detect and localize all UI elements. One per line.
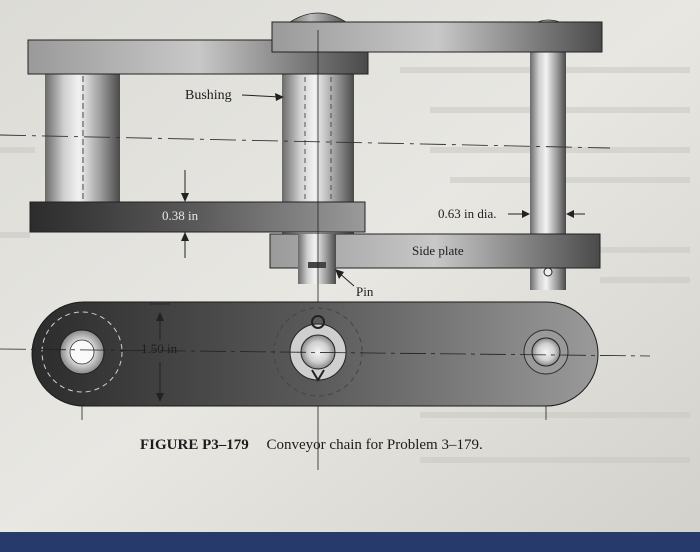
pin-diameter-arrow-left: [522, 210, 530, 218]
left-bushing-dashed-outline: [41, 311, 123, 393]
bushing-arrowhead: [275, 93, 284, 101]
figure-caption: FIGURE P3–179 Conveyor chain for Problem…: [140, 437, 483, 454]
left-hole-inner: [69, 339, 95, 365]
side-plate-label: Side plate: [412, 243, 464, 258]
middle-pin-face: [300, 334, 336, 370]
thickness-arrowhead-top: [181, 193, 189, 202]
middle-pin-end: [298, 234, 336, 284]
middle-cotter-ring-top: [311, 315, 325, 329]
figure-caption-text: Conveyor chain for Problem 3–179.: [266, 437, 483, 453]
top-side-plate-right: [271, 21, 603, 53]
pitch-label: 1.50 in: [141, 341, 178, 356]
pin-diameter-arrow-right: [566, 210, 574, 218]
pitch-arrowhead-top: [156, 312, 164, 321]
thickness-label: 0.38 in: [162, 208, 199, 223]
middle-pin-cotter: [308, 262, 326, 268]
side-view-centerline: [0, 348, 651, 357]
figure-number: FIGURE P3–179: [140, 437, 249, 453]
right-pin-cotter-hole: [543, 267, 553, 277]
pin-label: Pin: [356, 284, 374, 299]
bushing-label: Bushing: [185, 88, 232, 103]
pin-arrowhead: [335, 269, 344, 279]
pitch-arrowhead-bottom: [156, 393, 164, 402]
pin-diameter-label: 0.63 in dia.: [438, 206, 497, 221]
bottom-edge-band: [0, 532, 700, 552]
bottom-side-plate-left: [29, 201, 366, 233]
left-bushing: [45, 58, 120, 206]
thickness-arrowhead-bottom: [181, 232, 189, 241]
bushing-leader: [241, 94, 281, 98]
right-hole: [531, 337, 561, 367]
middle-cotter-tail: [311, 369, 325, 382]
horizontal-centerline: [0, 134, 611, 149]
